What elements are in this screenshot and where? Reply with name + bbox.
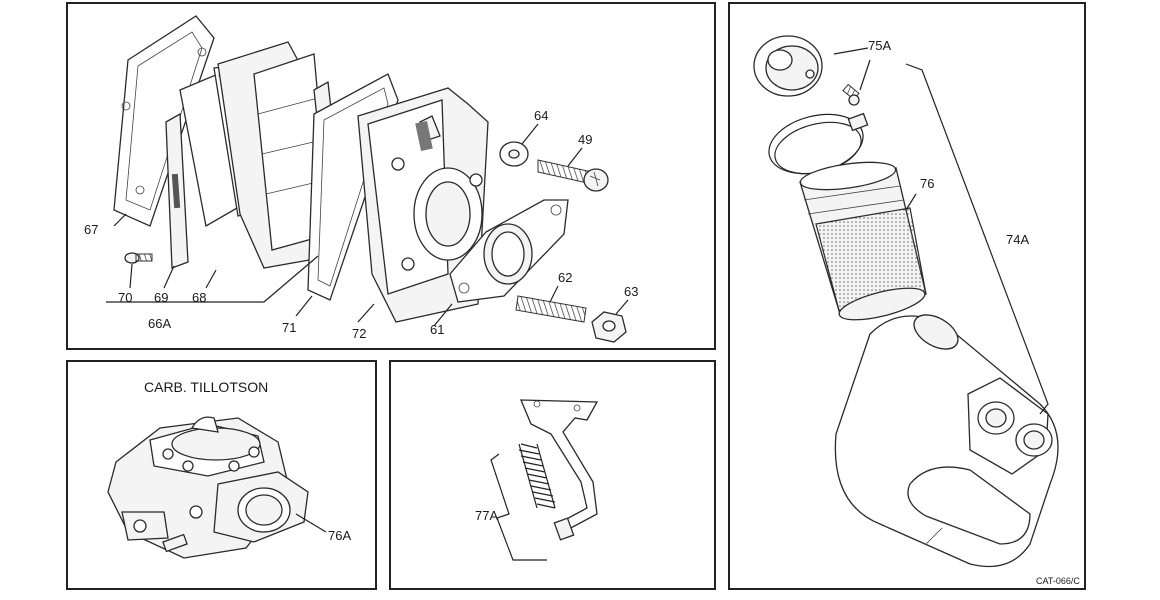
label-64: 64 <box>534 108 548 123</box>
label-76: 76 <box>920 176 934 191</box>
label-71: 71 <box>282 320 296 335</box>
label-67: 67 <box>84 222 98 237</box>
intake-exploded-drawing: 67 70 69 68 66A 71 72 61 64 49 62 63 <box>84 15 638 343</box>
air-filter-panel: 75A 76 74A CAT-066/C <box>728 2 1086 590</box>
carburetor-drawing: CARB. TILLOTSON 76A <box>107 379 351 559</box>
label-49: 49 <box>578 132 592 147</box>
label-69: 69 <box>154 290 168 305</box>
end-cap-75a <box>753 35 860 106</box>
reed-plate-69 <box>165 112 189 269</box>
reed-block-68 <box>217 41 347 269</box>
label-61: 61 <box>430 322 444 337</box>
spring-bracket-drawing: 77A <box>475 399 599 561</box>
bolt-49 <box>537 159 609 192</box>
catalog-code: CAT-066/C <box>1036 576 1080 586</box>
screw-70 <box>124 252 153 264</box>
gasket-67 <box>113 15 215 227</box>
air-filter-drawing: 75A 76 74A CAT-066/C <box>753 35 1080 586</box>
hose-clamp <box>768 112 869 175</box>
label-76a: 76A <box>328 528 351 543</box>
carburetor-body <box>107 416 309 559</box>
spring <box>518 443 556 509</box>
carb-title: CARB. TILLOTSON <box>144 379 268 395</box>
bracket <box>520 399 599 541</box>
filter-element-76 <box>799 161 927 321</box>
intake-exploded-panel: 67 70 69 68 66A 71 72 61 64 49 62 63 <box>66 2 716 350</box>
label-62: 62 <box>558 270 572 285</box>
label-68: 68 <box>192 290 206 305</box>
washer-64 <box>499 141 529 167</box>
leader-lines <box>106 123 629 327</box>
stud-62 <box>515 295 587 323</box>
label-75a: 75A <box>868 38 891 53</box>
intake-manifold-72 <box>357 87 489 323</box>
label-70: 70 <box>118 290 132 305</box>
nut-63 <box>591 311 627 343</box>
spring-bracket-panel: 77A <box>389 360 716 590</box>
label-72: 72 <box>352 326 366 341</box>
label-74a: 74A <box>1006 232 1029 247</box>
label-63: 63 <box>624 284 638 299</box>
carburetor-panel: CARB. TILLOTSON 76A <box>66 360 377 590</box>
filter-housing <box>834 314 1059 568</box>
label-77a: 77A <box>475 508 498 523</box>
label-66a: 66A <box>148 316 171 331</box>
flange-gasket-61 <box>449 199 569 303</box>
